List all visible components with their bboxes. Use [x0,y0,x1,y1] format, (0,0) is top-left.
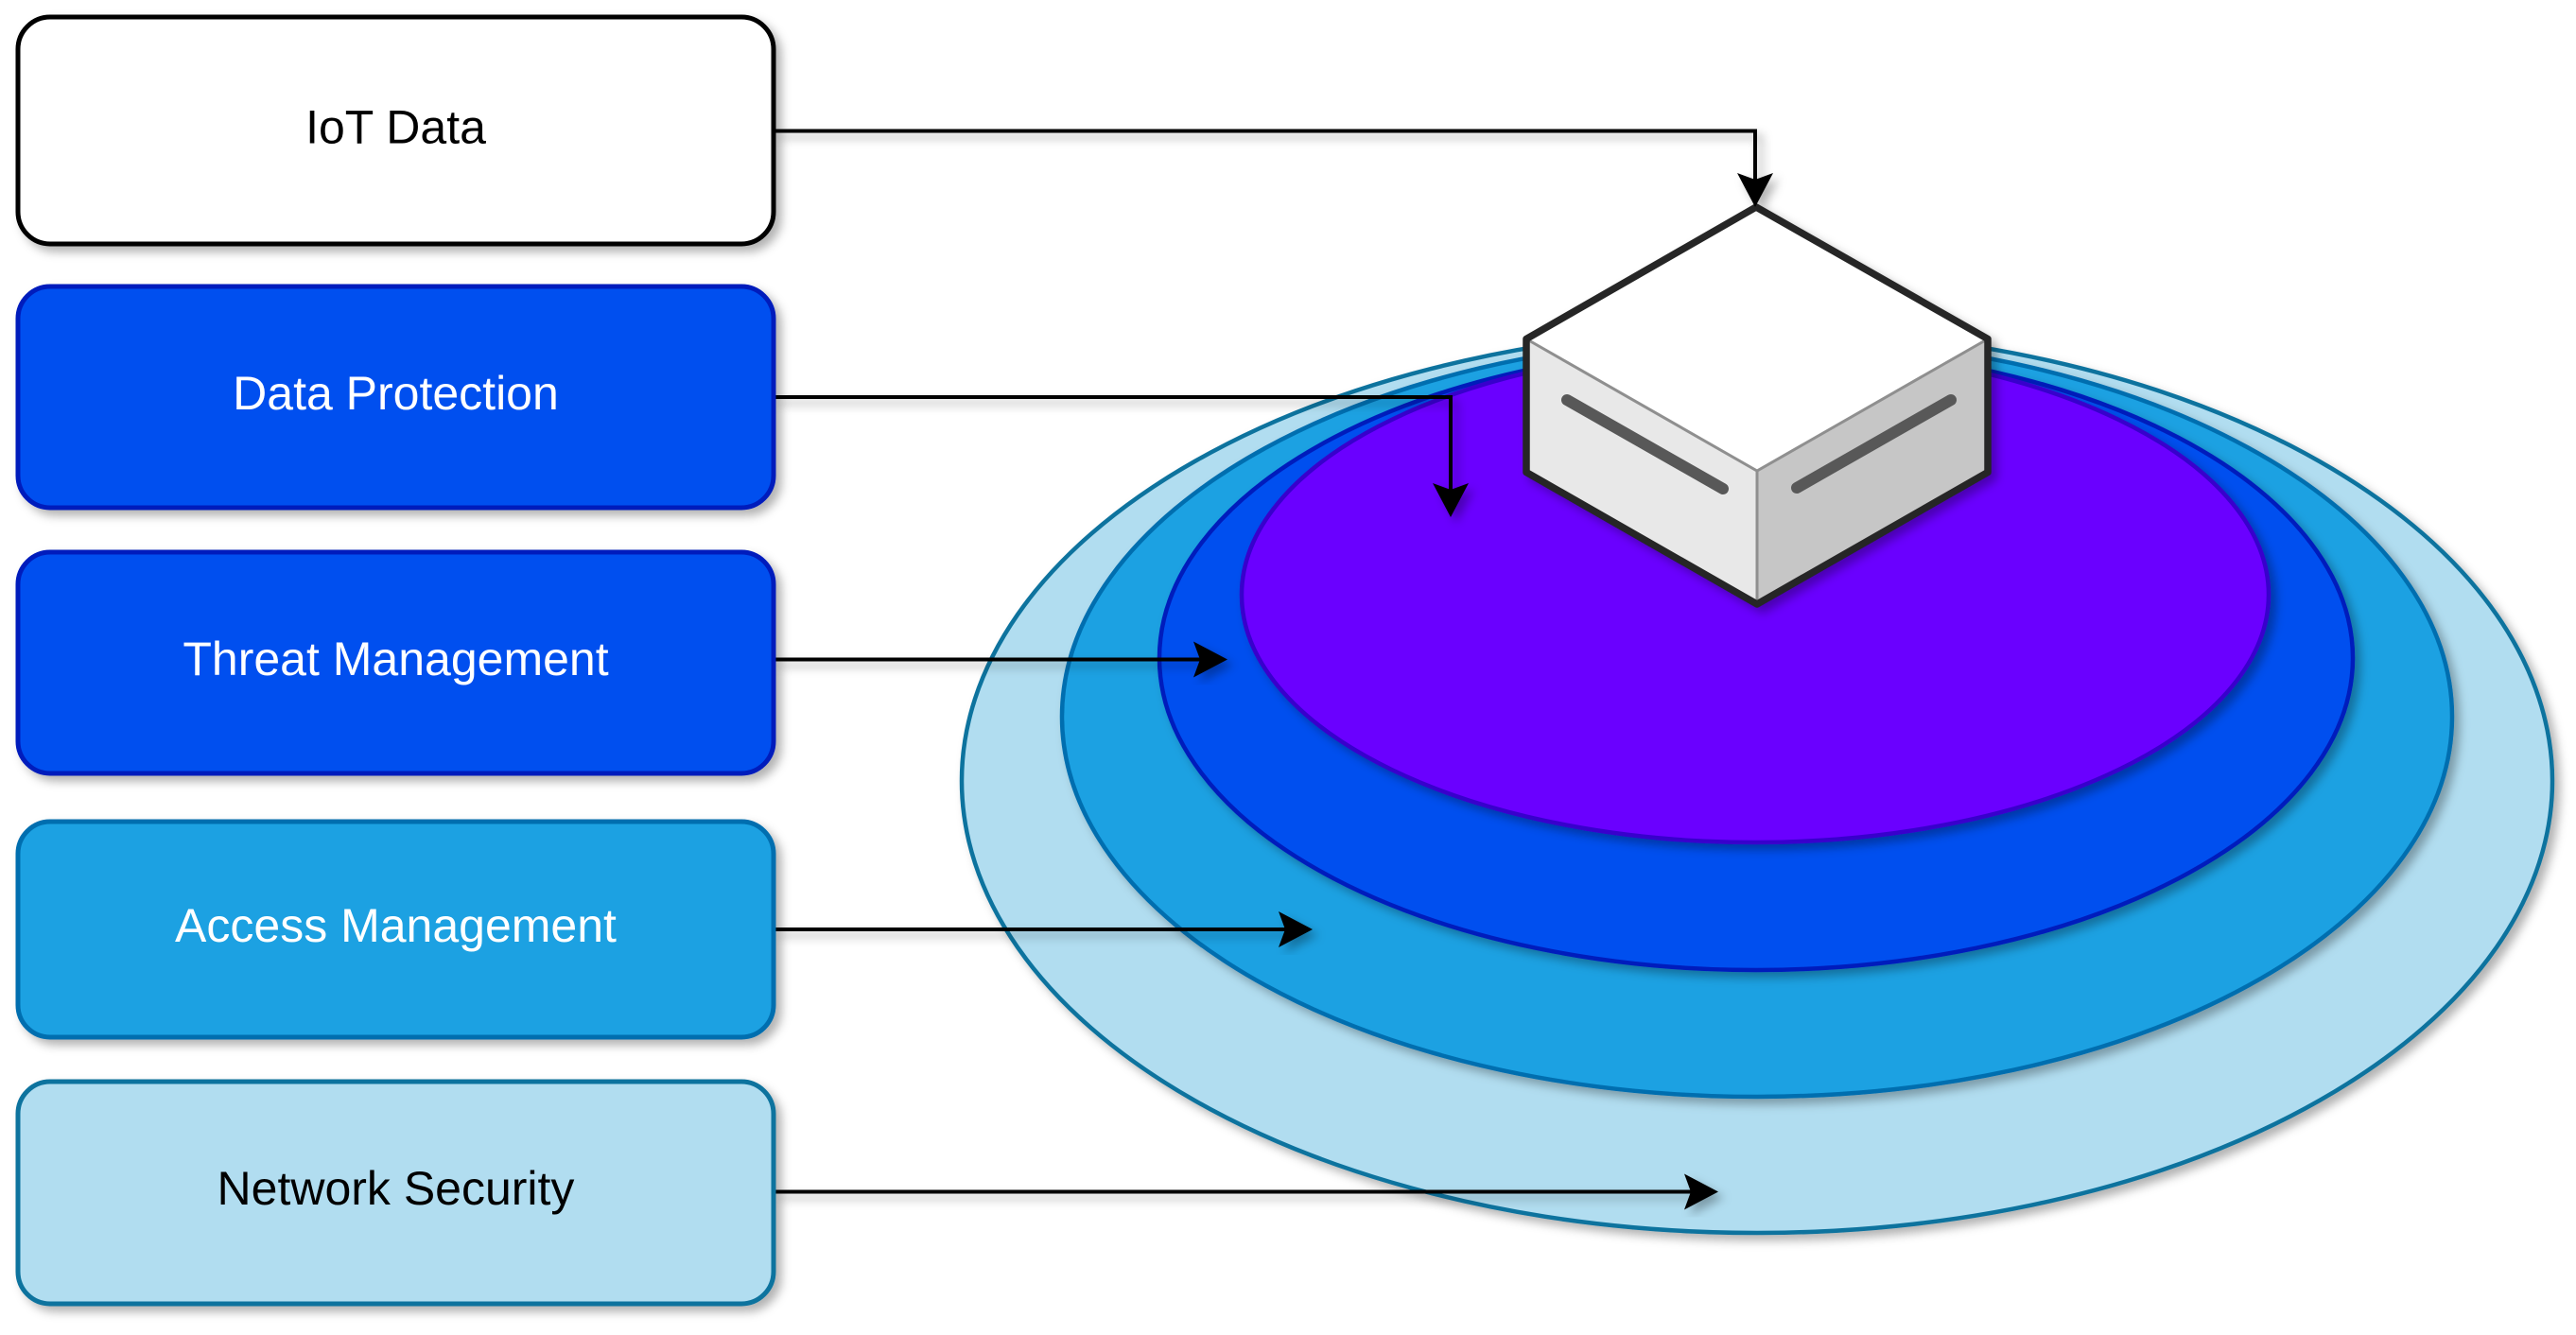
svg-text:Threat Management: Threat Management [183,633,608,685]
svg-text:Data Protection: Data Protection [233,367,559,420]
svg-text:Network Security: Network Security [218,1162,575,1215]
svg-text:IoT Data: IoT Data [305,101,486,154]
svg-text:Access Management: Access Management [175,899,617,952]
